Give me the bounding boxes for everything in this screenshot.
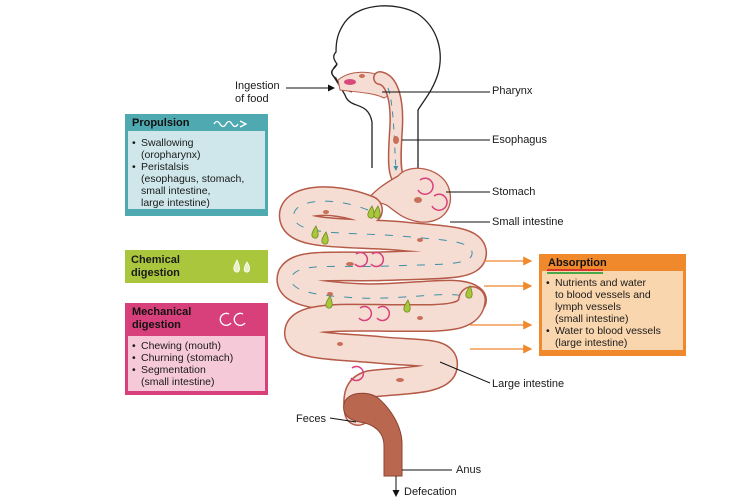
label-esophagus: Esophagus (492, 134, 548, 146)
droplets-icon (233, 259, 250, 273)
absorption-title: Absorption (548, 257, 607, 269)
list-item: Chewing (mouth) (132, 340, 261, 352)
mechanical-list: Chewing (mouth) Churning (stomach) Segme… (132, 340, 261, 388)
label-ingestion: Ingestion of food (235, 80, 280, 105)
label-small-intestine: Small intestine (492, 216, 564, 228)
absorption-underline-green (547, 272, 603, 274)
label-large-intestine: Large intestine (492, 378, 565, 390)
propulsion-list-panel: Swallowing(oropharynx) Peristalsis(esoph… (128, 131, 265, 209)
propulsion-title: Propulsion (128, 117, 265, 131)
list-item: Peristalsis(esophagus, stomach, small in… (132, 161, 261, 209)
mechanical-list-panel: Chewing (mouth) Churning (stomach) Segme… (128, 336, 265, 391)
label-defecation: Defecation (404, 486, 457, 498)
absorption-underline-red (547, 269, 603, 271)
list-item: Churning (stomach) (132, 352, 261, 364)
rectum (343, 392, 403, 477)
small-intestine (276, 186, 487, 315)
list-item: Swallowing(oropharynx) (132, 137, 261, 161)
list-item: Water to blood vessels(large intestine) (546, 325, 679, 349)
label-stomach: Stomach (492, 186, 536, 198)
large-intestine (284, 286, 486, 426)
propulsion-box: Propulsion Swallowing(oropharynx) Perist… (125, 114, 268, 216)
list-item: Segmentation(small intestine) (132, 364, 261, 388)
mechanical-title: Mechanical digestion (128, 306, 265, 336)
mechanical-digestion-box: Mechanical digestion Chewing (mouth) Chu… (125, 303, 268, 395)
chemical-digestion-box: Chemical digestion (125, 250, 268, 283)
tract-spots (323, 74, 423, 382)
label-anus: Anus (456, 464, 482, 476)
wave-arrow-icon (213, 120, 247, 128)
chemical-title: Chemical digestion (131, 254, 180, 279)
label-pharynx: Pharynx (492, 85, 533, 97)
propulsion-list: Swallowing(oropharynx) Peristalsis(esoph… (132, 137, 261, 209)
label-feces: Feces (296, 413, 326, 425)
churn-arrows-icon (219, 312, 246, 326)
